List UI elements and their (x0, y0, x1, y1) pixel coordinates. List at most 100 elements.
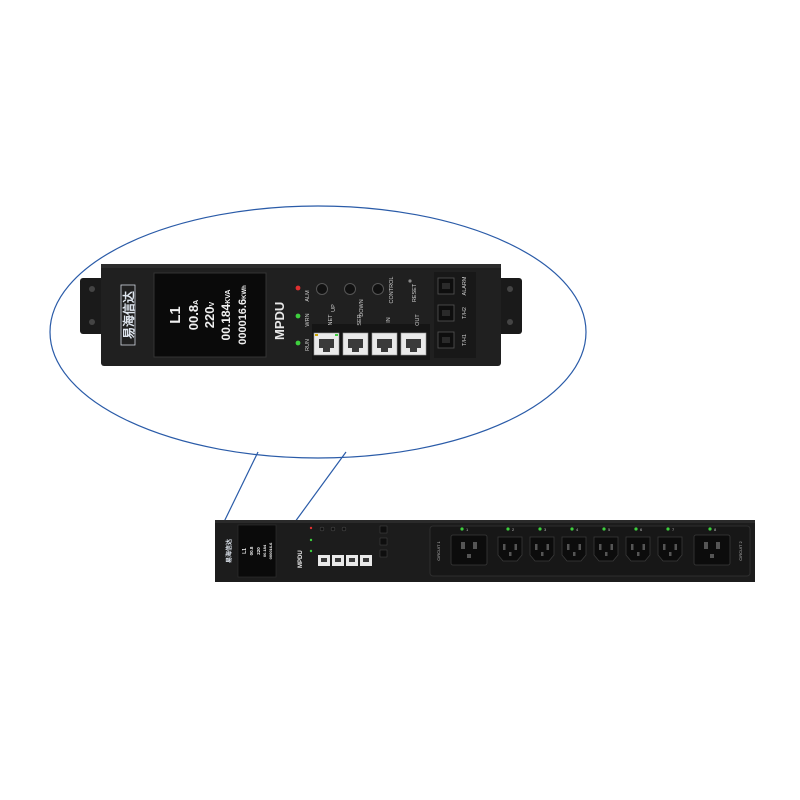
logo-mark (120, 284, 136, 346)
outlet-c13-6: 6 (625, 527, 651, 562)
callout-leader-left (221, 451, 259, 527)
lcd-line: L1 (167, 306, 184, 324)
screw-hole (507, 319, 513, 325)
outlet-c19-1: 1 (450, 527, 488, 566)
mini-control-button[interactable] (341, 526, 347, 532)
mini-sensor-th2[interactable] (379, 537, 388, 546)
reset-pinhole[interactable] (408, 279, 412, 283)
lcd-power-unit: KVA (225, 290, 232, 304)
outlet-number: 2 (512, 527, 515, 532)
mount-ear-right (498, 278, 522, 334)
outlet-number: 8 (714, 527, 717, 532)
outlet-number: 6 (640, 527, 643, 532)
pdu-strip: 易海信达 L1 00.8 220 00.184 000016.6 MPDU (215, 520, 755, 582)
mini-down-button[interactable] (330, 526, 336, 532)
led-warning (295, 313, 301, 319)
outlet-number: 7 (672, 527, 675, 532)
sensor-port-th2[interactable] (437, 304, 455, 322)
outlet-led (708, 527, 712, 531)
controller-bezel (101, 264, 501, 268)
outlet-number: 1 (466, 527, 469, 532)
sensor-label-alarm: ALARM (462, 276, 468, 295)
outlet-led (602, 527, 606, 531)
outlet-c19-8: 8 (693, 527, 731, 566)
mini-lcd-screen (237, 524, 277, 578)
outlet-led (570, 527, 574, 531)
mini-rj45-net[interactable] (318, 555, 330, 566)
rj45-port-in[interactable] (371, 332, 398, 356)
mini-logo: 易海信达 (225, 539, 233, 564)
up-button[interactable] (316, 283, 328, 295)
lcd-readout: L1 00.8A 220V 00.184KVA 000016.6KWh (167, 285, 249, 345)
mini-controller: 易海信达 L1 00.8 220 00.184 000016.6 MPDU (225, 524, 388, 578)
control-button[interactable] (372, 283, 384, 295)
outlet-c13-5: 5 (593, 527, 619, 562)
rj45-port-ser[interactable] (342, 332, 369, 356)
outlet-number: 3 (544, 527, 547, 532)
led-label-run: RUN (305, 339, 311, 351)
outlet-number: 5 (608, 527, 611, 532)
lcd-current-group: 00.8A (186, 300, 201, 330)
led-run (295, 340, 301, 346)
outlet-c13-4: 4 (561, 527, 587, 562)
mini-lcd-voltage: 220 (256, 547, 261, 555)
mini-rj45-out[interactable] (360, 555, 372, 566)
mini-lcd-current: 00.8 (249, 546, 254, 555)
mini-led-alarm (309, 526, 313, 530)
lcd-screen (153, 272, 267, 358)
port-label-in: IN (386, 317, 392, 323)
outlet-number: 4 (576, 527, 579, 532)
lcd-energy-group: 000016.6KWh (237, 285, 249, 345)
down-button[interactable] (344, 283, 356, 295)
lcd-voltage-group: 220V (202, 301, 217, 328)
mini-rj45-in[interactable] (346, 555, 358, 566)
mini-sensor-alarm[interactable] (379, 525, 388, 534)
mini-sensor-th1[interactable] (379, 549, 388, 558)
lcd-energy: 000016.6 (237, 299, 249, 345)
circuit-label-2: CIRCUIT 2 (738, 540, 743, 560)
screw-hole (507, 286, 513, 292)
mini-model-label: MPDU (298, 550, 304, 568)
outlet-led (506, 527, 510, 531)
sensor-port-alarm[interactable] (437, 277, 455, 295)
zoom-callout-ellipse (49, 205, 587, 459)
mini-lcd-energy: 000016.6 (268, 542, 273, 559)
brand-logo-text: 易海信达 (121, 291, 136, 339)
reset-label: RESET (412, 283, 418, 302)
down-button-label: DOWN (359, 299, 365, 316)
mini-rj45-ser[interactable] (332, 555, 344, 566)
lcd-energy-unit: KWh (242, 285, 248, 299)
rj45-port-out[interactable] (400, 332, 427, 356)
mini-led-warning (309, 538, 313, 542)
callout-leader-right (291, 451, 347, 527)
lcd-power: 00.184 (219, 303, 233, 340)
port-label-net: NET (328, 314, 334, 326)
led-label-alm: ALM (305, 290, 311, 302)
port-label-out: OUT (415, 314, 421, 326)
rj45-port-net[interactable] (313, 332, 340, 356)
mini-up-button[interactable] (319, 526, 325, 532)
lcd-current-unit: A (193, 300, 200, 305)
sensor-label-th1: T/H1 (462, 334, 468, 346)
mini-lcd-readout: L1 00.8 220 00.184 000016.6 (242, 542, 273, 559)
outlet-c13-2: 2 (497, 527, 523, 562)
brand-logo: 易海信达 (120, 284, 136, 346)
circuit-label-1: CIRCUIT 1 (436, 540, 441, 560)
sensor-port-th1[interactable] (437, 331, 455, 349)
mini-logo-text: 易海信达 (225, 539, 233, 564)
sensor-label-th2: T/H2 (462, 307, 468, 319)
lcd-power-group: 00.184KVA (219, 290, 233, 341)
outlet-c13-3: 3 (529, 527, 555, 562)
control-button-label: CONTROL (389, 277, 395, 304)
port-label-ser: SER (357, 314, 363, 325)
pdu-strip-top-edge (215, 520, 755, 523)
outlet-c13-7: 7 (657, 527, 683, 562)
led-label-wrn: WRN (305, 313, 311, 326)
mount-ear-left (80, 278, 104, 334)
screw-hole (89, 319, 95, 325)
mini-lcd-line: L1 (242, 548, 248, 554)
up-button-label: UP (331, 304, 337, 312)
mini-led-run (309, 549, 313, 553)
lcd-voltage-unit: V (209, 301, 216, 306)
